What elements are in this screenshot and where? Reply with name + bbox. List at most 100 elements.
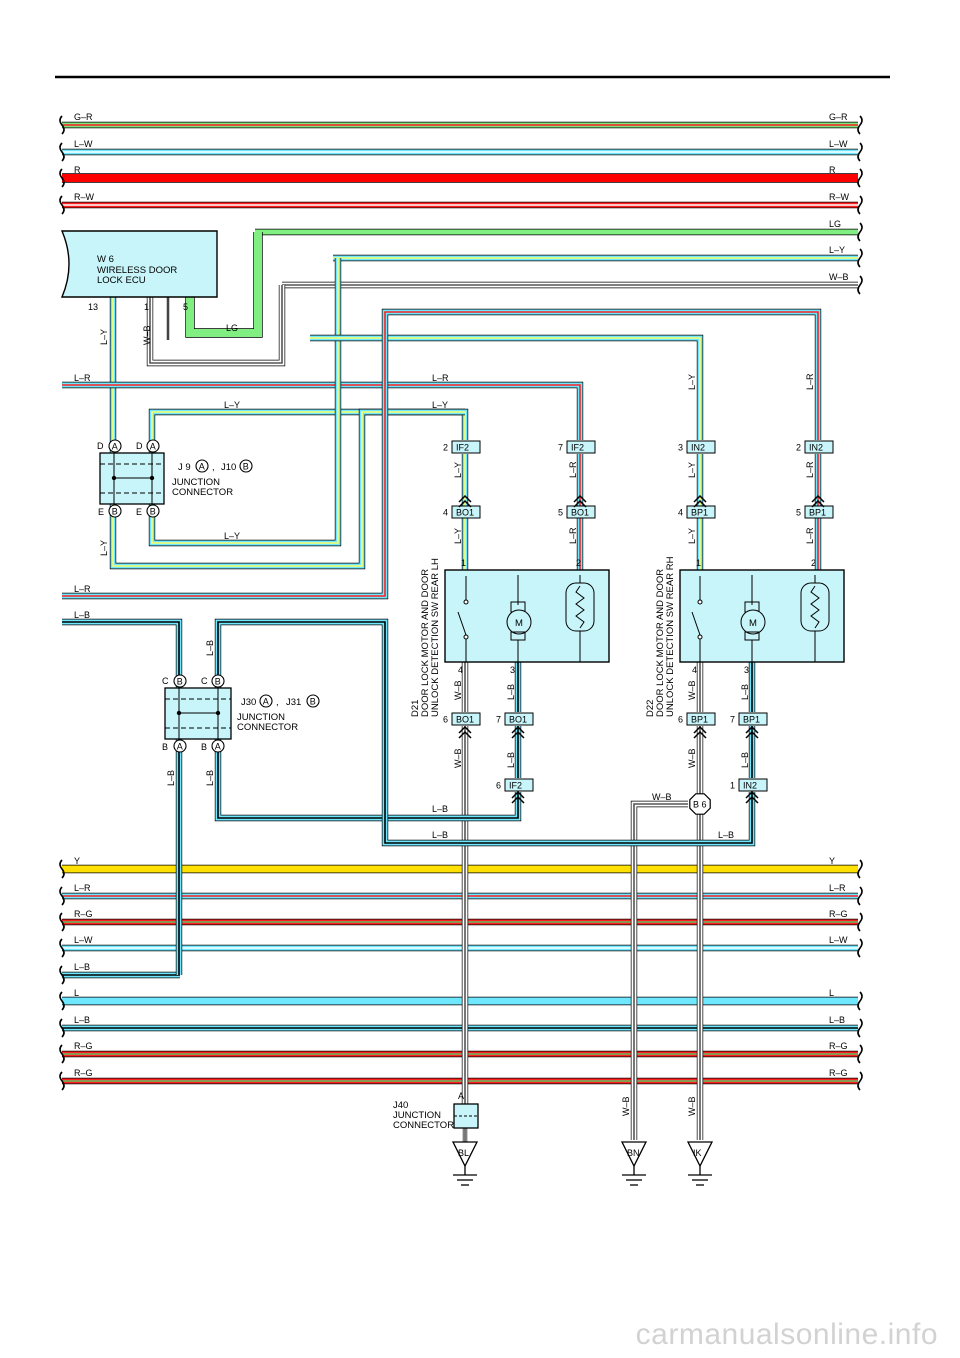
top-bus-right-label-6: W–B: [829, 272, 849, 282]
top-bus-right-label-0: G–R: [829, 112, 848, 122]
conn-bo1-pin5-label: BO1: [571, 508, 589, 518]
conn-bo1-pin4-label: BO1: [456, 508, 474, 518]
ground-ik-label: IK: [693, 1148, 702, 1158]
ecu-pin-5: 5: [183, 302, 188, 312]
label-ly-d21-b: L–Y: [453, 528, 463, 544]
label-lb-lower1: L–B: [432, 804, 448, 814]
conn-in2-pin2-pin: 2: [796, 443, 801, 453]
wire-ly-loop: [109, 408, 465, 570]
d22-pin3: 3: [744, 665, 749, 675]
top-bus-right-label-5: L–Y: [829, 245, 845, 255]
label-lb-jc2-left: L–B: [166, 770, 176, 786]
wire-d21-lb-c: [214, 739, 522, 822]
top-bus-right-brace-1: [857, 142, 863, 162]
top-bus-left-label-1: L–W: [74, 139, 93, 149]
jc1-title-j10: J10: [221, 462, 236, 473]
chevron-in2-lb: [745, 790, 759, 804]
jc1-pin-d-right: D: [136, 441, 143, 451]
bottom-bus-right-brace-0: [857, 859, 863, 879]
label-ly-d22-top: L–Y: [687, 374, 697, 390]
d22-pin2: 2: [811, 558, 816, 568]
jc2-badge-cb-right-letter: B: [215, 676, 221, 686]
jc2-pin-c-right: C: [201, 676, 208, 686]
jc1-title-badge-a-letter: A: [199, 461, 205, 471]
jc1-badge-da-right-letter: A: [150, 441, 156, 451]
jc2-title-badge-a: A: [259, 694, 273, 708]
watermark: carmanualsonline.info: [635, 1318, 938, 1351]
conn-in2-pin1-pin: 1: [730, 781, 735, 791]
top-bus-left-label-2: R: [74, 165, 81, 175]
jc2-badge-cb-left: B: [173, 674, 187, 688]
label-ly-jc1-bottom: L–Y: [224, 531, 240, 541]
conn-bp1-pin4-label: BP1: [691, 508, 708, 518]
jc2-title-badge-b: B: [306, 694, 320, 708]
jc1-title-badge-a: A: [195, 459, 209, 473]
conn-bp1-pin7-pin: 7: [730, 715, 735, 725]
bottom-bus-left-brace-0: [59, 859, 65, 879]
j40-pin-a: A: [458, 1091, 464, 1101]
circuit-wires: [62, 232, 822, 1142]
wire-wb-b6-bn: [630, 800, 688, 1140]
jc2-pin-b-left: B: [162, 742, 168, 752]
ecu-name-line1: WIRELESS DOOR: [97, 265, 177, 276]
bottom-bus-left-label-8: R–G: [74, 1068, 93, 1078]
jc1-title-badge-b-letter: B: [243, 461, 249, 471]
label-lb-d22-a: L–B: [740, 684, 750, 700]
label-wb-d22-a: W–B: [687, 680, 697, 700]
conn-bo1-pin6-pin: 6: [443, 715, 448, 725]
jc1-badge-da-right: A: [146, 439, 160, 453]
label-lb-d21-b: L–B: [506, 752, 516, 768]
bottom-bus-right-brace-2: [857, 912, 863, 932]
d21-pin3: 3: [510, 665, 515, 675]
bottom-bus-left-brace-1: [59, 886, 65, 906]
jc2-title-badge-a-letter: A: [263, 696, 269, 706]
label-lr-d22-a: L–R: [805, 461, 815, 478]
bottom-bus-right-label-8: R–G: [829, 1068, 848, 1078]
chevron-d22-lr: [811, 494, 825, 508]
bottom-bus-right-label-2: R–G: [829, 909, 848, 919]
label-ly-jc1-left: L–Y: [99, 540, 109, 556]
bottom-bus-right-brace-8: [857, 1071, 863, 1091]
jc2-badge-ba-right-letter: A: [215, 741, 221, 751]
label-wb-ecu: W–B: [142, 325, 152, 345]
conn-bo1-pin7-label: BO1: [509, 715, 527, 725]
jc1-badge-eb-right-letter: B: [150, 506, 156, 516]
top-bus-right-brace-6: [857, 275, 863, 295]
bottom-bus-left-label-1: L–R: [74, 883, 91, 893]
wire-wb-ecu: [146, 285, 286, 367]
wire-d22-lb-c: [214, 618, 756, 847]
chevron-d22-ly: [693, 494, 707, 508]
jc2-title-badge-b-letter: B: [310, 696, 316, 706]
wire-ly-d21: [148, 408, 469, 453]
jc1-badge-da-left-letter: A: [112, 441, 118, 451]
top-bus-right-brace-0: [857, 115, 863, 135]
bottom-bus-right-brace-5: [857, 991, 863, 1011]
j40-code: J40: [393, 1100, 408, 1111]
top-bus-right-label-1: L–W: [829, 139, 848, 149]
jc2-title-j31: J31: [286, 697, 301, 708]
jc2-badge-cb-right: B: [211, 674, 225, 688]
wire-lr-d22: [62, 308, 822, 600]
jc1-comma: ,: [212, 462, 215, 473]
top-bus-left-label-0: G–R: [74, 112, 93, 122]
top-bus-right-brace-2: [857, 168, 863, 188]
label-ly-ecu: L–Y: [99, 329, 109, 345]
jc2-name1: JUNCTION: [237, 712, 285, 723]
jc2-pin-c-left: C: [162, 676, 169, 686]
label-lb-d22-b: L–B: [740, 752, 750, 768]
bottom-bus-left-brace-6: [59, 1018, 65, 1038]
bottom-bus-right-label-5: L: [829, 988, 834, 998]
conn-bp1-pin6-pin: 6: [678, 715, 683, 725]
jc2-badge-ba-left-letter: A: [177, 741, 183, 751]
bottom-bus-left-label-3: L–W: [74, 935, 93, 945]
